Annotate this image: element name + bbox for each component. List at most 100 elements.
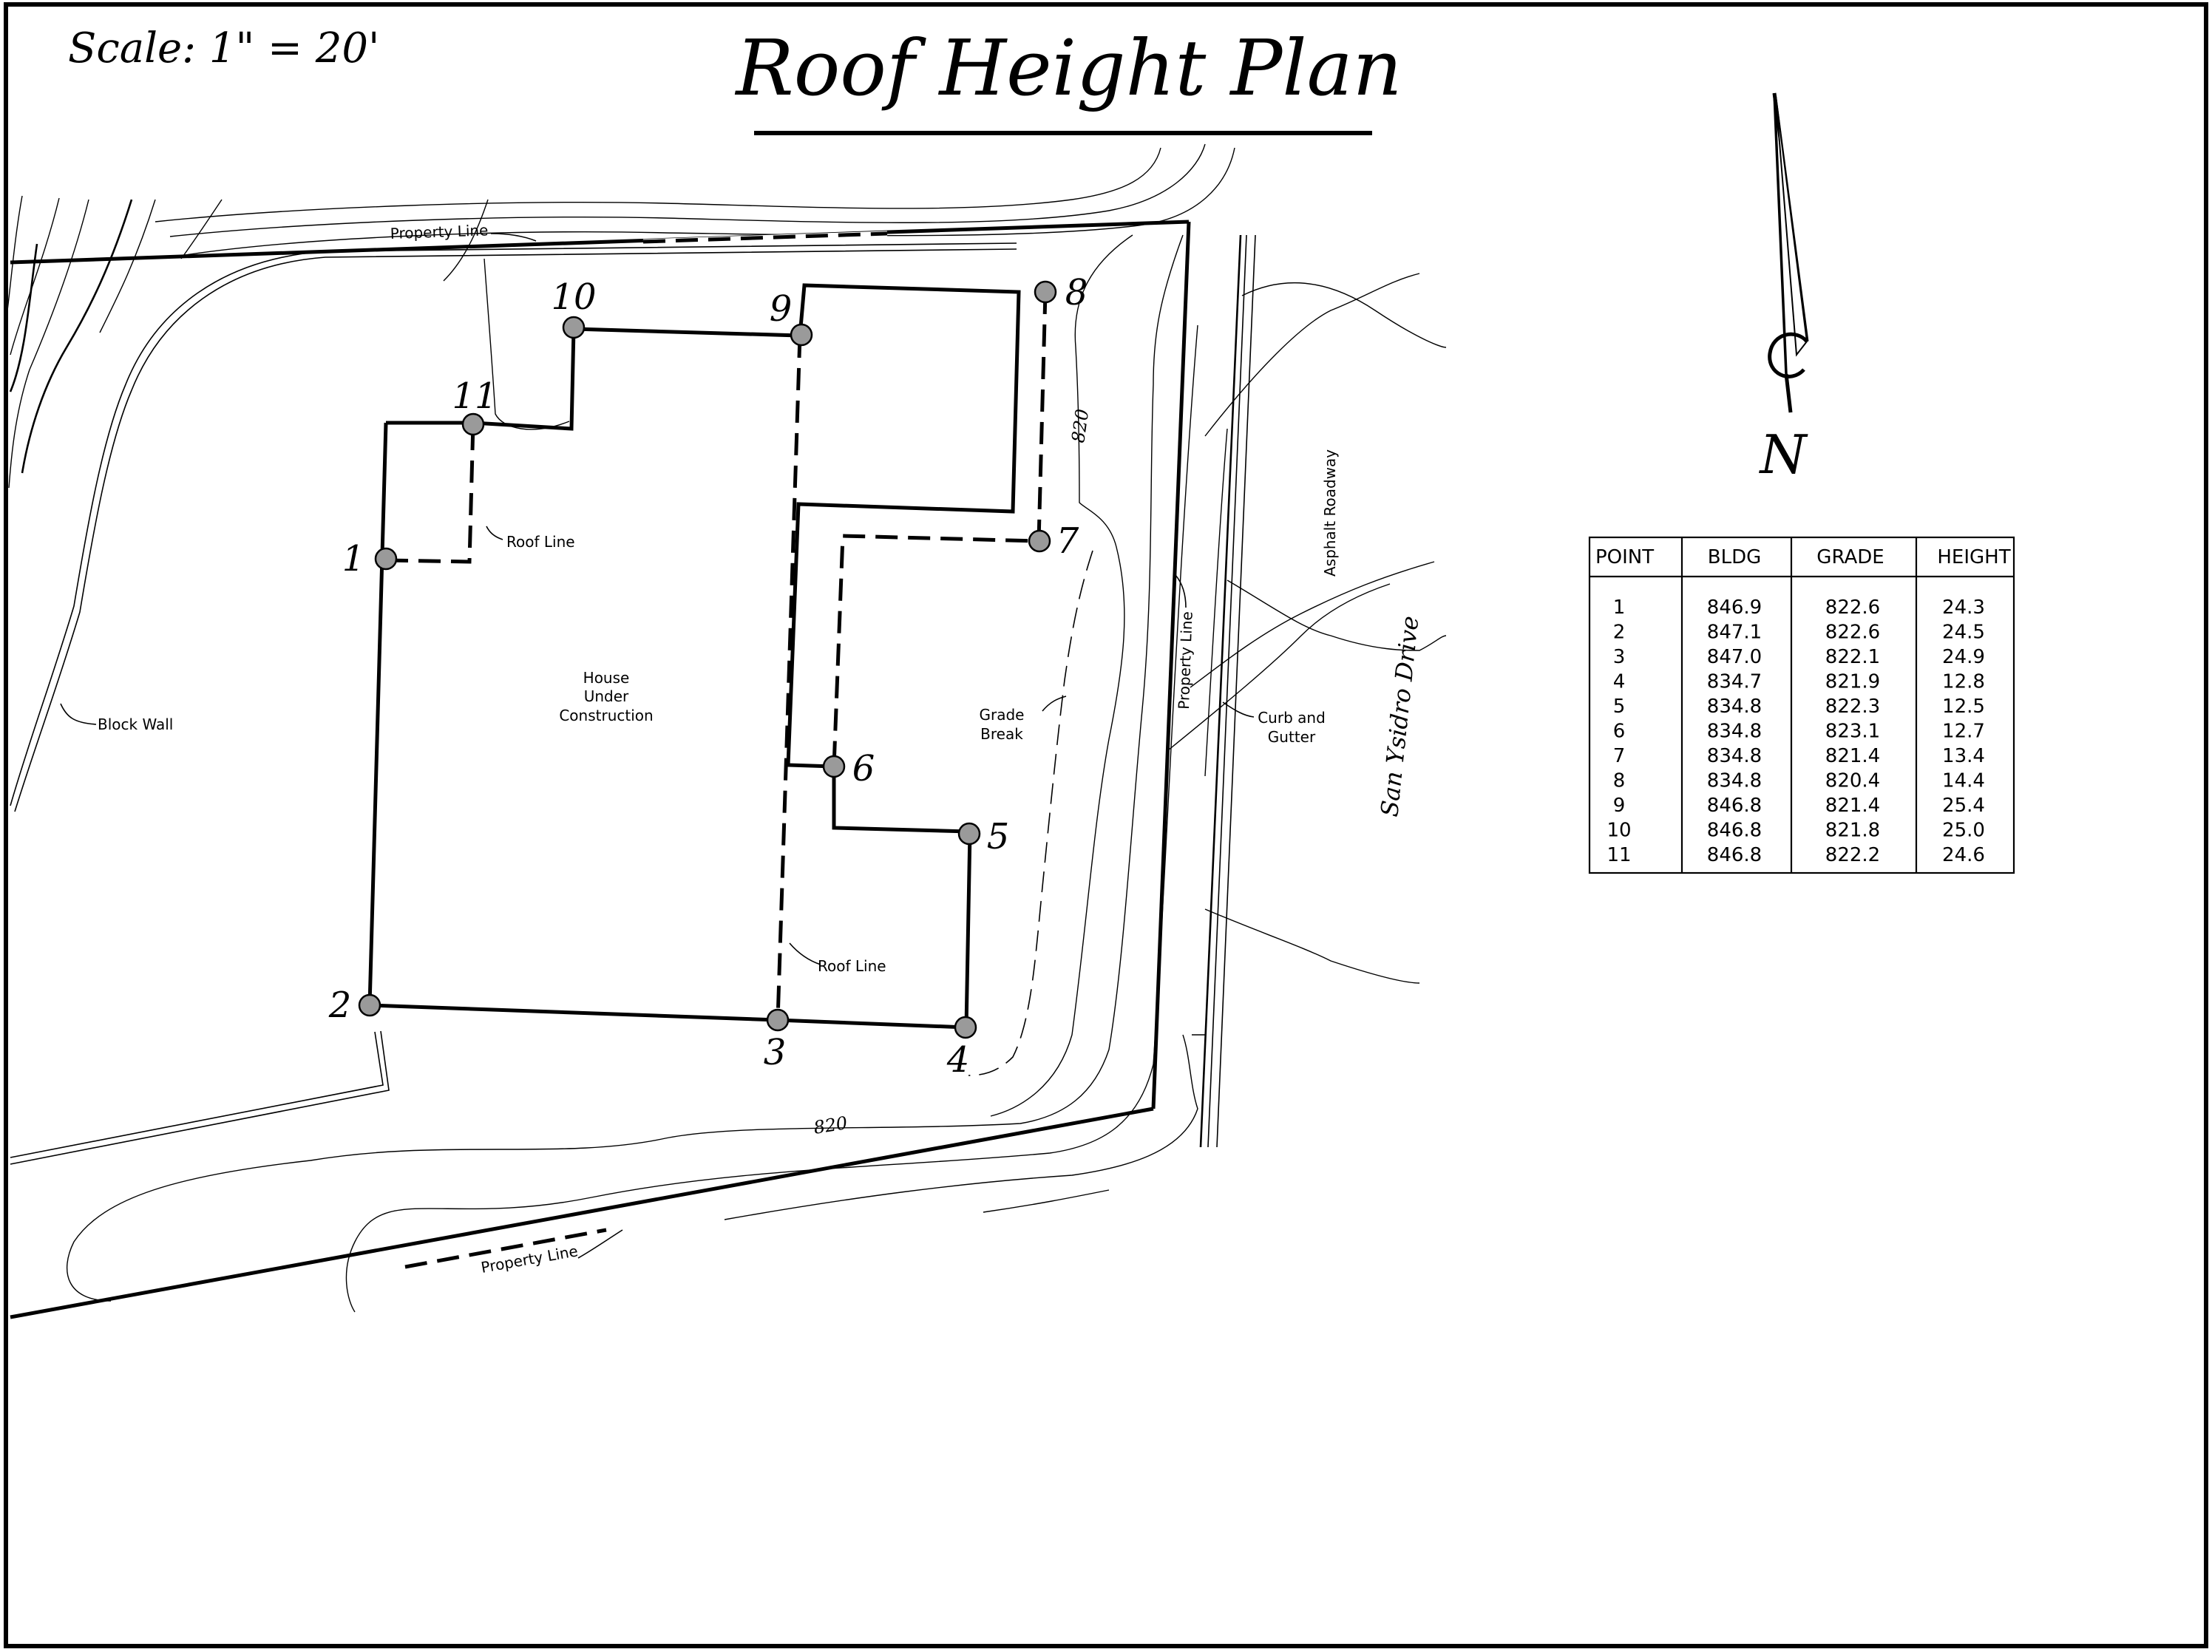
table-row: 11 846.8 822.2 24.6	[1607, 844, 1984, 866]
point-marker-1[interactable]	[374, 547, 398, 571]
table-cell-height: 24.6	[1942, 844, 1985, 866]
table-cell-grade: 822.6	[1825, 596, 1880, 619]
curb-label-line2: Gutter	[1268, 728, 1316, 746]
table-header-point: POINT	[1595, 546, 1654, 568]
survey-points	[358, 280, 1057, 1039]
table-cell-bldg: 846.8	[1707, 820, 1762, 842]
table-cell-point: 9	[1613, 795, 1626, 817]
table-row: 8 834.8 820.4 14.4	[1613, 770, 1985, 792]
house-label-line2: Under	[584, 687, 629, 705]
table-cell-point: 1	[1613, 596, 1626, 619]
point-label-2: 2	[328, 985, 352, 1026]
table-cell-bldg: 846.8	[1707, 844, 1762, 866]
point-label-8: 8	[1065, 272, 1088, 313]
sheet-border	[4, 2, 2208, 1648]
table-cell-point: 10	[1607, 820, 1631, 842]
contour-lines-east	[66, 234, 1447, 1313]
point-label-9: 9	[770, 288, 793, 330]
block-wall-label: Block Wall	[98, 715, 173, 733]
table-cell-bldg: 847.0	[1707, 646, 1762, 668]
table-cell-point: 8	[1613, 770, 1626, 792]
point-marker-2[interactable]	[358, 993, 381, 1017]
table-row: 9 846.8 821.4 25.4	[1613, 795, 1985, 817]
point-marker-7[interactable]	[1028, 529, 1051, 553]
table-cell-height: 25.0	[1942, 820, 1985, 842]
table-cell-bldg: 846.8	[1707, 795, 1762, 817]
table-row: 7 834.8 821.4 13.4	[1613, 745, 1985, 767]
table-cell-grade: 822.1	[1825, 646, 1880, 668]
table-cell-bldg: 834.8	[1707, 721, 1762, 743]
point-label-1: 1	[342, 538, 365, 579]
table-cell-point: 3	[1613, 646, 1626, 668]
point-marker-5[interactable]	[957, 822, 981, 846]
contour-lines-west	[7, 195, 570, 489]
table-row: 3 847.0 822.1 24.9	[1613, 646, 1985, 668]
contour-820-label-upper: 820	[1068, 408, 1093, 444]
point-marker-9[interactable]	[790, 323, 813, 347]
table-cell-point: 11	[1607, 844, 1631, 866]
table-cell-point: 2	[1613, 622, 1626, 644]
point-marker-10[interactable]	[562, 316, 586, 339]
table-cell-bldg: 834.8	[1707, 770, 1762, 792]
point-marker-4[interactable]	[954, 1016, 977, 1039]
table-cell-grade: 821.8	[1825, 820, 1880, 842]
north-label: N	[1759, 424, 1809, 486]
table-cell-grade: 822.6	[1825, 622, 1880, 644]
house-label-line3: Construction	[559, 707, 653, 724]
table-header-height: HEIGHT	[1937, 546, 2010, 568]
table-row: 10 846.8 821.8 25.0	[1607, 820, 1984, 842]
table-cell-grade: 820.4	[1825, 770, 1880, 792]
table-cell-grade: 821.9	[1825, 671, 1880, 693]
point-marker-6[interactable]	[822, 755, 846, 778]
table-cell-grade: 821.4	[1825, 795, 1880, 817]
point-marker-8[interactable]	[1034, 280, 1057, 304]
property-line-label-east: Property Line	[1175, 611, 1196, 710]
point-marker-3[interactable]	[766, 1008, 790, 1032]
page-title: Roof Height Plan	[734, 23, 1402, 113]
point-label-10: 10	[551, 276, 596, 318]
property-lines	[10, 220, 1191, 1319]
table-cell-height: 13.4	[1942, 745, 1985, 767]
table-cell-point: 6	[1613, 721, 1626, 743]
block-wall	[10, 242, 1017, 1165]
table-row: 6 834.8 823.1 12.7	[1613, 721, 1985, 743]
asphalt-roadway-label: Asphalt Roadway	[1321, 449, 1339, 577]
table-cell-grade: 821.4	[1825, 745, 1880, 767]
curb-and-gutter-lines	[1192, 234, 1256, 1148]
roof-lines	[385, 291, 1048, 1021]
table-cell-point: 5	[1613, 696, 1626, 718]
grade-break-label-line2: Break	[980, 725, 1023, 743]
table-cell-grade: 823.1	[1825, 721, 1880, 743]
street-name-label: San Ysidro Drive	[1375, 614, 1424, 817]
grade-break-label-line1: Grade	[980, 706, 1025, 724]
table-cell-height: 24.9	[1942, 646, 1985, 668]
table-cell-height: 12.8	[1942, 671, 1985, 693]
point-label-6: 6	[852, 748, 875, 789]
table-cell-height: 24.5	[1942, 622, 1985, 644]
property-line-label-north: Property Line	[390, 221, 488, 242]
table-cell-height: 25.4	[1942, 795, 1985, 817]
table-cell-height: 12.7	[1942, 721, 1985, 743]
house-label-line1: House	[583, 669, 630, 687]
table-header-bldg: BLDG	[1708, 546, 1762, 568]
table-cell-height: 14.4	[1942, 770, 1985, 792]
scale-note: Scale: 1" = 20'	[68, 24, 379, 72]
curb-label-line1: Curb and	[1258, 709, 1326, 727]
table-cell-bldg: 846.9	[1707, 596, 1762, 619]
point-label-7: 7	[1056, 520, 1079, 562]
table-cell-grade: 822.3	[1825, 696, 1880, 718]
table-cell-point: 7	[1613, 745, 1626, 767]
table-cell-bldg: 834.8	[1707, 745, 1762, 767]
survey-point-labels: 1 2 3 4 5 6 7 8 9 10 11	[328, 272, 1088, 1081]
point-marker-11[interactable]	[461, 412, 485, 436]
point-label-5: 5	[987, 816, 1010, 857]
table-cell-point: 4	[1613, 671, 1626, 693]
table-cell-height: 12.5	[1942, 696, 1985, 718]
house-outline	[367, 283, 1021, 1030]
table-cell-grade: 822.2	[1825, 844, 1880, 866]
